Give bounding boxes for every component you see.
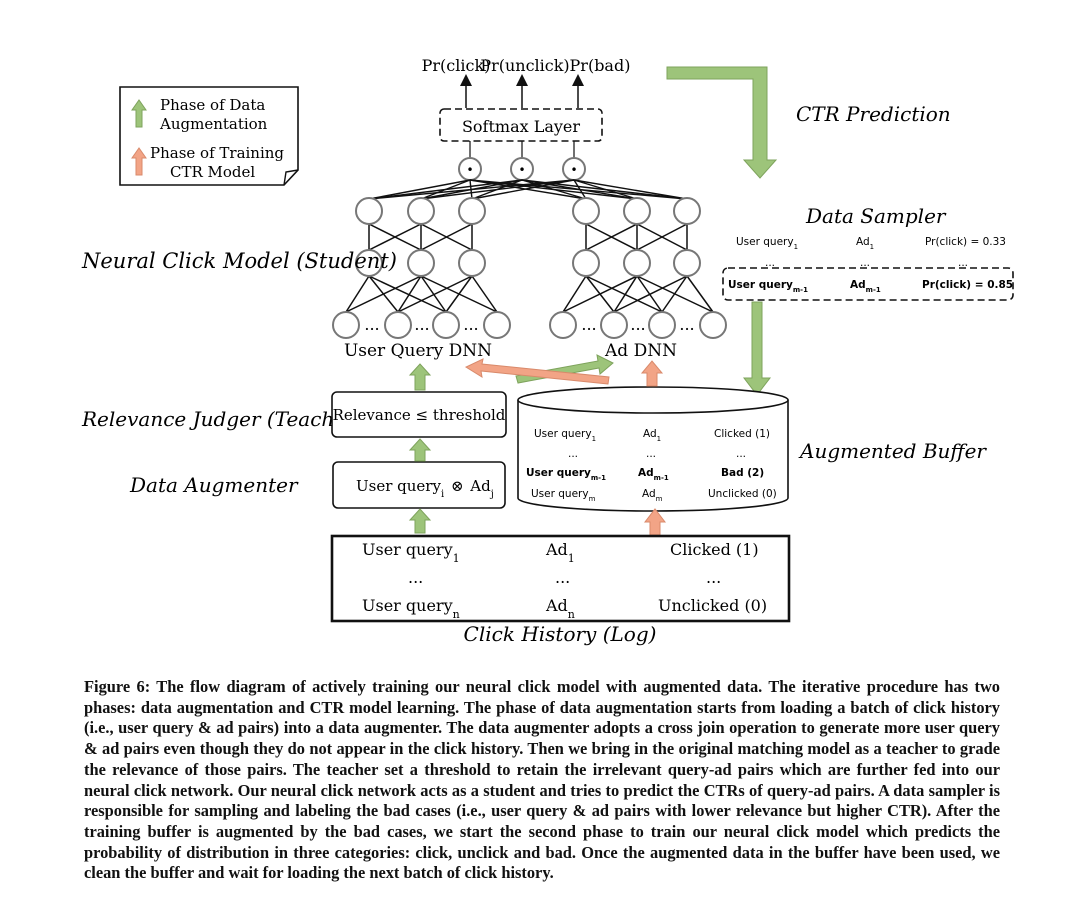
user-query-dnn-tower: ... ... ... User Query DNN [332, 197, 511, 361]
history-ellipsis-1: ... [408, 568, 423, 587]
sampler-row3-query: User query [728, 279, 793, 291]
augmented-buffer-cylinder: User query1 Ad1 Clicked (1) ... ... ... … [517, 386, 789, 512]
svg-text:User queryn: User queryn [362, 596, 460, 621]
sampler-row3-ad: Ad [850, 279, 866, 291]
svg-text:Adm: Adm [642, 488, 663, 503]
sampler-row3-pr: Pr(click) = 0.85 [922, 279, 1013, 291]
buffer-to-ad-dnn-arrow-icon [640, 360, 664, 387]
buffer-row3-query: User query [526, 467, 591, 479]
relevance-judger-label: Relevance Judger (Teacher) [81, 407, 364, 431]
augmented-buffer-label: Augmented Buffer [798, 439, 987, 463]
relevance-threshold-text: Relevance ≤ threshold [333, 406, 506, 424]
output-probabilities: Pr(click) Pr(unclick) Pr(bad) [422, 56, 631, 108]
svg-text:Ad1: Ad1 [545, 540, 575, 565]
softmax-label: Softmax Layer [462, 117, 580, 136]
buffer-row1-label: Clicked (1) [714, 428, 770, 440]
history-row3-ad: Ad [545, 596, 568, 615]
left-input-ellipsis-1: ... [364, 315, 379, 334]
legend-train-line2: CTR Model [170, 163, 255, 181]
augmenter-query: User query [356, 477, 441, 495]
svg-text:User querym-1: User querym-1 [526, 467, 606, 482]
legend-data-aug-line2: Augmentation [159, 115, 268, 133]
legend-box: Phase of Data Augmentation Phase of Trai… [119, 86, 299, 186]
history-ellipsis-3: ... [706, 568, 721, 587]
figure-caption: Figure 6: The flow diagram of actively t… [84, 677, 1000, 883]
buffer-ellipsis-2: ... [646, 448, 656, 460]
output-pr-unclick: Pr(unclick) [480, 56, 569, 75]
ad-dnn-label: Ad DNN [604, 341, 677, 361]
history-row1-label: Clicked (1) [670, 540, 759, 559]
buffer-to-user-dnn-arrow-icon [464, 358, 610, 385]
right-input-ellipsis-2: ... [630, 315, 645, 334]
left-input-ellipsis-2: ... [414, 315, 429, 334]
legend-orange-arrow-icon [131, 147, 147, 176]
flow-diagram: Phase of Data Augmentation Phase of Trai… [81, 56, 1014, 646]
history-row3-query: User query [362, 596, 453, 615]
buffer-row4-ad: Ad [642, 488, 656, 500]
ad-dnn-tower: ... ... ... Ad DNN [549, 197, 727, 361]
neural-click-model-label: Neural Click Model (Student) [81, 249, 397, 273]
sampler-row1-ad: Ad [856, 236, 870, 248]
history-row3-label: Unclicked (0) [658, 596, 767, 615]
history-ellipsis-2: ... [555, 568, 570, 587]
ctr-prediction-arrow-icon [666, 66, 778, 179]
dot-symbol-3: • [570, 163, 577, 177]
sampler-row1-pr: Pr(click) = 0.33 [925, 236, 1006, 248]
data-augmenter-label: Data Augmenter [129, 473, 299, 497]
svg-text:Adm-1: Adm-1 [850, 279, 881, 294]
svg-text:Ad1: Ad1 [856, 236, 874, 251]
dot-product-nodes: • • • [458, 157, 586, 181]
svg-text:User queryi ⊗ Adj: User queryi ⊗ Adj [356, 477, 494, 500]
data-sampler-label: Data Sampler [805, 204, 947, 228]
buffer-row1-query: User query [534, 428, 592, 440]
click-history-label: Click History (Log) [464, 622, 657, 646]
sampler-ellipsis-2: ... [860, 257, 870, 269]
buffer-ellipsis-3: ... [736, 448, 746, 460]
buffer-row3-label: Bad (2) [721, 467, 764, 479]
augmenter-to-judger-arrow-icon [408, 438, 432, 462]
dot-symbol-2: • [518, 163, 525, 177]
right-input-ellipsis-3: ... [679, 315, 694, 334]
buffer-row1-ad: Ad [643, 428, 657, 440]
sampler-ellipsis-3: ... [958, 257, 968, 269]
ctr-prediction-label: CTR Prediction [796, 102, 951, 126]
svg-text:Adm-1: Adm-1 [638, 467, 669, 482]
legend-data-aug-line1: Phase of Data [160, 96, 265, 114]
history-row1-ad: Ad [545, 540, 568, 559]
judger-to-dnn-arrow-icon [408, 363, 432, 391]
svg-text:User query1: User query1 [736, 236, 798, 251]
sampler-to-buffer-arrow-icon [742, 301, 772, 396]
relevance-judger-box: Relevance ≤ threshold [331, 391, 507, 438]
svg-text:Ad1: Ad1 [643, 428, 661, 443]
history-to-buffer-arrow-icon [643, 508, 667, 536]
output-pr-click: Pr(click) [422, 56, 491, 75]
svg-text:User query1: User query1 [362, 540, 460, 565]
sampler-ellipsis-1: ... [765, 257, 775, 269]
svg-text:User querym-1: User querym-1 [728, 279, 808, 294]
buffer-ellipsis-1: ... [568, 448, 578, 460]
legend-green-arrow-icon [131, 99, 147, 128]
dot-symbol-1: • [466, 163, 473, 177]
legend-train-line1: Phase of Training [150, 144, 284, 162]
buffer-row4-query: User query [531, 488, 589, 500]
click-history-table: User query1 Ad1 Clicked (1) ... ... ... … [330, 534, 791, 623]
left-input-ellipsis-3: ... [463, 315, 478, 334]
svg-text:User querym: User querym [531, 488, 596, 503]
softmax-layer: Softmax Layer [439, 108, 603, 142]
output-pr-bad: Pr(bad) [570, 56, 631, 75]
svg-text:User query1: User query1 [534, 428, 596, 443]
data-augmenter-box: User queryi ⊗ Adj [332, 461, 506, 509]
user-query-dnn-label: User Query DNN [344, 341, 492, 361]
buffer-row4-label: Unclicked (0) [708, 488, 777, 500]
sampler-row1-query: User query [736, 236, 794, 248]
data-sampler-table: User query1 Ad1 Pr(click) = 0.33 ... ...… [722, 236, 1014, 301]
cross-join-symbol: ⊗ [451, 477, 464, 495]
right-input-ellipsis-1: ... [581, 315, 596, 334]
svg-text:Adn: Adn [545, 596, 575, 621]
history-row1-query: User query [362, 540, 453, 559]
history-to-augmenter-arrow-icon [408, 508, 432, 534]
augmenter-ad: Ad [469, 477, 491, 495]
buffer-row3-ad: Ad [638, 467, 654, 479]
